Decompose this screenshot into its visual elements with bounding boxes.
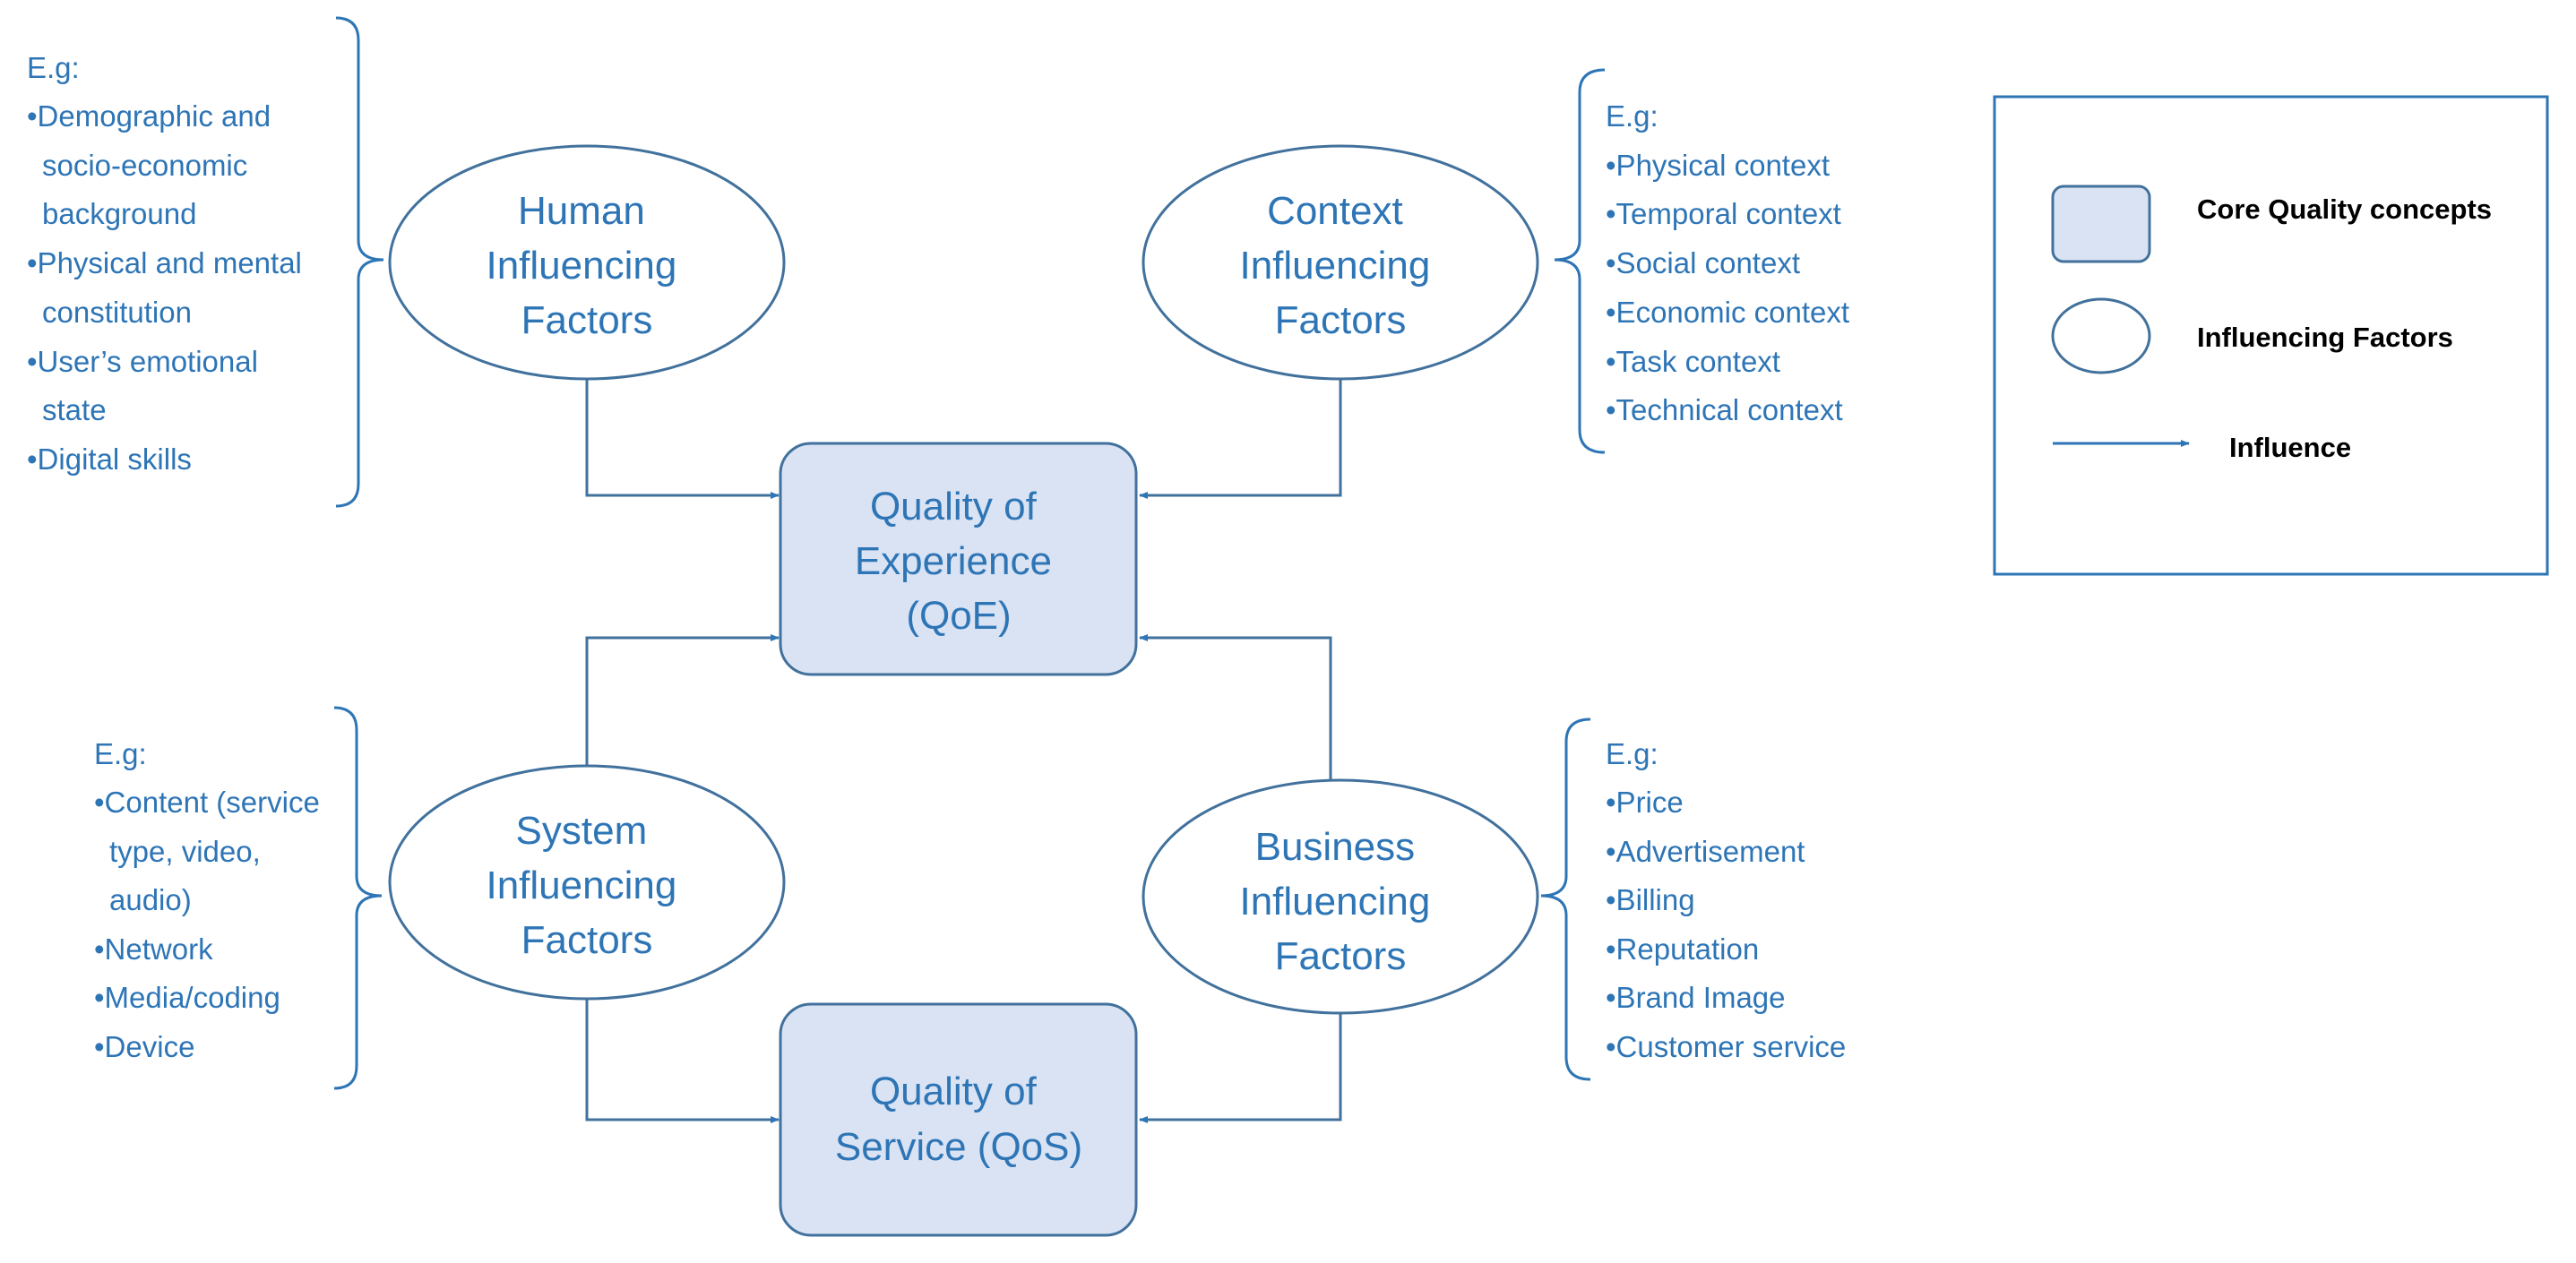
arrow-context-to-qoe [1139, 379, 1342, 499]
context-factors-node [1142, 144, 1539, 381]
business-factors-label: Business Influencing Factors [1239, 825, 1441, 978]
qos-box [779, 1002, 1138, 1237]
arrow-system-to-qoe [585, 634, 780, 768]
legend-influence-label: Influence [2229, 432, 2351, 463]
system-examples-list: E.g: •Content (service type, video, audi… [94, 737, 328, 1063]
human-factors-label: Human Influencing Factors [486, 189, 687, 342]
human-brace [335, 16, 384, 508]
legend-core-swatch [2051, 185, 2151, 263]
context-examples-list: E.g: •Physical context •Temporal context… [1606, 99, 1857, 426]
qos-label: Quality of Service (QoS) [835, 1070, 1082, 1169]
arrow-business-to-qos [1139, 1014, 1342, 1123]
legend-frame [1993, 95, 2549, 576]
qoe-label: Quality of Experience (QoE) [855, 485, 1063, 638]
legend: Core Quality concepts Influencing Factor… [1993, 95, 2549, 576]
human-examples-list: E.g: •Demographic and socio-economic bac… [27, 51, 310, 476]
qoe-box [779, 442, 1138, 676]
legend-factors-label: Influencing Factors [2197, 322, 2453, 353]
system-brace [333, 706, 383, 1090]
business-examples-list: E.g: •Price •Advertisement •Billing •Rep… [1606, 737, 1846, 1063]
context-factors-label: Context Influencing Factors [1239, 189, 1441, 342]
system-factors-label: System Influencing Factors [486, 809, 687, 962]
arrow-system-to-qos [585, 998, 780, 1123]
arrow-human-to-qoe [585, 379, 780, 499]
human-factors-node [388, 144, 786, 381]
business-brace [1540, 717, 1591, 1081]
system-factors-node [388, 764, 786, 1001]
legend-factors-swatch [2051, 297, 2151, 374]
context-brace [1554, 68, 1606, 454]
business-factors-node [1142, 778, 1539, 1015]
legend-core-label: Core Quality concepts [2197, 193, 2492, 225]
arrow-business-to-qoe [1139, 634, 1332, 779]
